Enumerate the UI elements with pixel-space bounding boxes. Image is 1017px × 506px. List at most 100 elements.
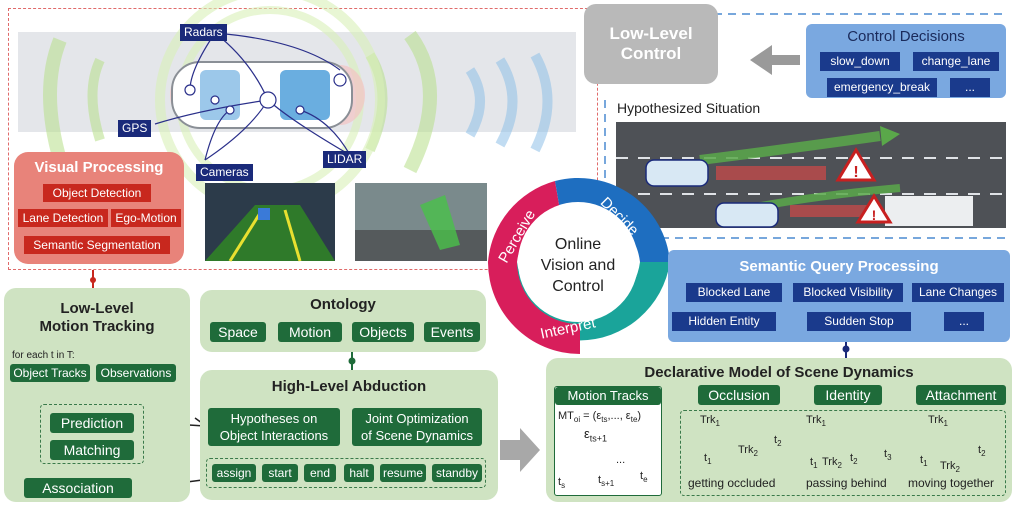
motion-tracks-title: Motion Tracks [555, 387, 661, 405]
hypotheses-box: Hypotheses on Object Interactions [208, 408, 340, 446]
eps-symbol: ε [584, 426, 590, 441]
cycle-center-line3: Control [552, 278, 604, 295]
id-t2: t2 [850, 452, 858, 466]
motion-tracking-title-line1: Low-Level [60, 300, 134, 317]
att-t1: t1 [920, 454, 928, 468]
ts-t: t [558, 476, 562, 488]
ts-label: ts [558, 476, 565, 490]
control-decisions-title: Control Decisions [847, 28, 965, 45]
loop-label: for each t in T: [12, 350, 75, 361]
mt-formula-mt: MT [558, 410, 574, 422]
motion-tag: Motion [278, 322, 342, 342]
motion-tracking-panel [4, 288, 190, 502]
radars-label: Radars [180, 24, 227, 41]
occlusion-category: Occlusion [698, 385, 780, 405]
attachment-category: Attachment [916, 385, 1006, 405]
att-trk2: Trk2 [940, 460, 960, 474]
space-tag: Space [210, 322, 266, 342]
cycle-center-line1: Online [554, 236, 602, 253]
objects-tag: Objects [352, 322, 414, 342]
id-t1: t1 [810, 456, 818, 470]
occ-t1-text: t [704, 452, 708, 464]
mt-formula-end: ) [637, 410, 642, 422]
hypothesized-situation-title: Hypothesized Situation [617, 100, 761, 116]
id-trk2: Trk2 [822, 456, 842, 470]
att-t2: t2 [978, 444, 986, 458]
change-lane-tag: change_lane [913, 52, 999, 71]
mt-formula-eq: = (ε [580, 410, 602, 422]
control-ellipsis-tag: ... [950, 78, 990, 97]
assign-event: assign [212, 464, 256, 482]
occ-t1-sub: 1 [707, 457, 712, 467]
association-step: Association [24, 478, 132, 498]
joint-optimization-line2: of Scene Dynamics [361, 428, 473, 443]
halt-event: halt [344, 464, 374, 482]
lane-detection-tag: Lane Detection [18, 209, 108, 227]
ego-motion-tag: Ego-Motion [111, 209, 181, 227]
joint-optimization-line1: Joint Optimization [365, 411, 469, 426]
te-label: te [640, 470, 648, 484]
sudden-stop-tag: Sudden Stop [807, 312, 911, 331]
mt-ellipsis: ... [616, 454, 626, 466]
hidden-entity-tag: Hidden Entity [672, 312, 776, 331]
ts1-t: t [598, 474, 602, 486]
id-t1-text: t [810, 456, 814, 468]
id-trk2-text: Trk [822, 456, 838, 468]
att-t1-sub: 1 [923, 459, 928, 469]
sensor-region-frame [8, 8, 598, 270]
scene-dynamics-examples-group [680, 410, 1006, 496]
occ-t2-sub: 2 [777, 439, 782, 449]
occ-trk1-text: Trk [700, 414, 716, 426]
motion-tracking-title-line2: Motion Tracking [39, 318, 155, 335]
abduction-title: High-Level Abduction [271, 378, 427, 395]
mt-formula-ts: ts [601, 415, 608, 425]
caption-moving-together: moving together [908, 476, 995, 490]
mt-formula-mid: ,..., ε [607, 410, 631, 422]
low-level-control-box [584, 4, 718, 84]
id-trk1: Trk1 [806, 414, 826, 428]
eps-sub: ts+1 [589, 433, 608, 444]
caption-getting-occluded: getting occluded [688, 476, 776, 490]
id-t1-sub: 1 [813, 461, 818, 471]
matching-step: Matching [50, 440, 134, 460]
att-trk2-sub: 2 [955, 465, 960, 475]
lane-changes-tag: Lane Changes [912, 283, 1004, 302]
blocked-lane-tag: Blocked Lane [686, 283, 782, 302]
hypotheses-line1: Hypotheses on [230, 411, 318, 426]
events-tag: Events [424, 322, 480, 342]
mt-formula-te: te [630, 415, 638, 425]
occ-trk2-text: Trk [738, 444, 754, 456]
occ-trk1-sub: 1 [715, 419, 720, 429]
blocked-visibility-tag: Blocked Visibility [793, 283, 903, 302]
te-t: t [640, 470, 644, 482]
declarative-title: Declarative Model of Scene Dynamics [644, 364, 914, 381]
ts1-sub: s+1 [601, 479, 615, 489]
object-detection-tag: Object Detection [43, 184, 151, 202]
events-group [206, 458, 486, 488]
id-t2-text: t [850, 452, 854, 464]
mt-formula-sub: oi [573, 415, 581, 425]
standby-event: standby [432, 464, 482, 482]
ts-sub: s [561, 481, 566, 491]
occ-t2-text: t [774, 434, 778, 446]
object-tracks-tag: Object Tracks [10, 364, 90, 382]
ontology-title: Ontology [310, 296, 376, 313]
end-event: end [304, 464, 336, 482]
caption-passing-behind: passing behind [806, 476, 887, 490]
te-sub: e [643, 475, 648, 485]
svg-text:!: ! [872, 207, 877, 223]
low-level-control-title-line2: Control [620, 44, 682, 63]
emergency-break-tag: emergency_break [827, 78, 937, 97]
att-trk2-text: Trk [940, 460, 956, 472]
id-trk1-text: Trk [806, 414, 822, 426]
id-t3-text: t [884, 448, 888, 460]
id-trk1-sub: 1 [821, 419, 826, 429]
occ-trk2-sub: 2 [753, 449, 758, 459]
att-t1-text: t [920, 454, 924, 466]
cameras-label: Cameras [196, 164, 253, 181]
semantic-segmentation-tag: Semantic Segmentation [24, 236, 170, 254]
prediction-matching-group [40, 404, 144, 464]
observations-tag: Observations [96, 364, 176, 382]
low-level-control-title-line1: Low-Level [609, 24, 693, 43]
resume-event: resume [380, 464, 426, 482]
